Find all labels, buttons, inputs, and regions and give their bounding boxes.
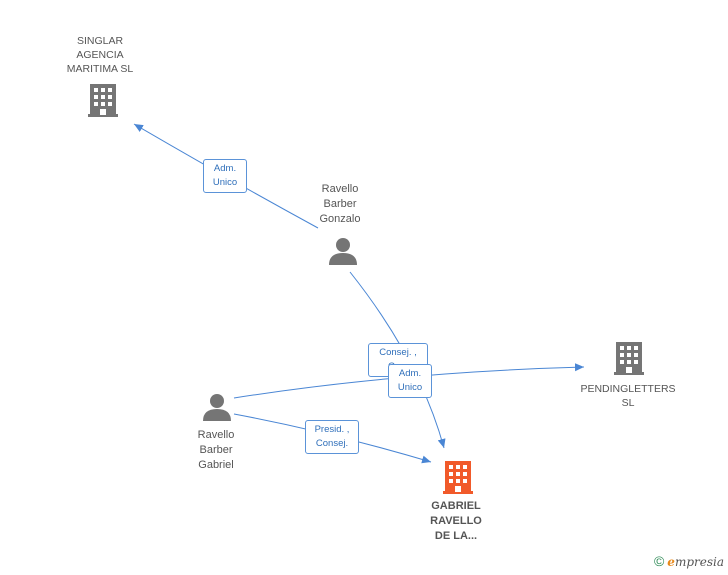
building-icon[interactable] bbox=[88, 84, 118, 117]
edge-label-presid-consej: Presid. , Consej. bbox=[305, 420, 359, 454]
copyright-footer: ©empresia bbox=[654, 553, 724, 569]
node-label-gonzalo[interactable]: Ravello Barber Gonzalo bbox=[319, 183, 361, 225]
copyright-icon: © bbox=[653, 553, 665, 569]
node-label-singlar[interactable]: SINGLAR AGENCIA MARITIMA SL bbox=[66, 35, 134, 75]
person-icon[interactable] bbox=[329, 238, 357, 265]
node-label-pendingletters[interactable]: PENDINGLETTERS SL bbox=[580, 383, 676, 409]
node-label-gabriel[interactable]: Ravello Barber Gabriel bbox=[197, 429, 235, 471]
node-label-focus[interactable]: GABRIEL RAVELLO DE LA... bbox=[430, 500, 482, 542]
person-icon[interactable] bbox=[203, 394, 231, 421]
edge-label-adm-unico: Adm. Unico bbox=[388, 364, 432, 398]
building-icon[interactable] bbox=[614, 342, 644, 375]
edge-label-adm-unico: Adm. Unico bbox=[203, 159, 247, 193]
empresia-logo[interactable]: empresia bbox=[667, 555, 724, 569]
focus-building-icon[interactable] bbox=[443, 461, 473, 494]
